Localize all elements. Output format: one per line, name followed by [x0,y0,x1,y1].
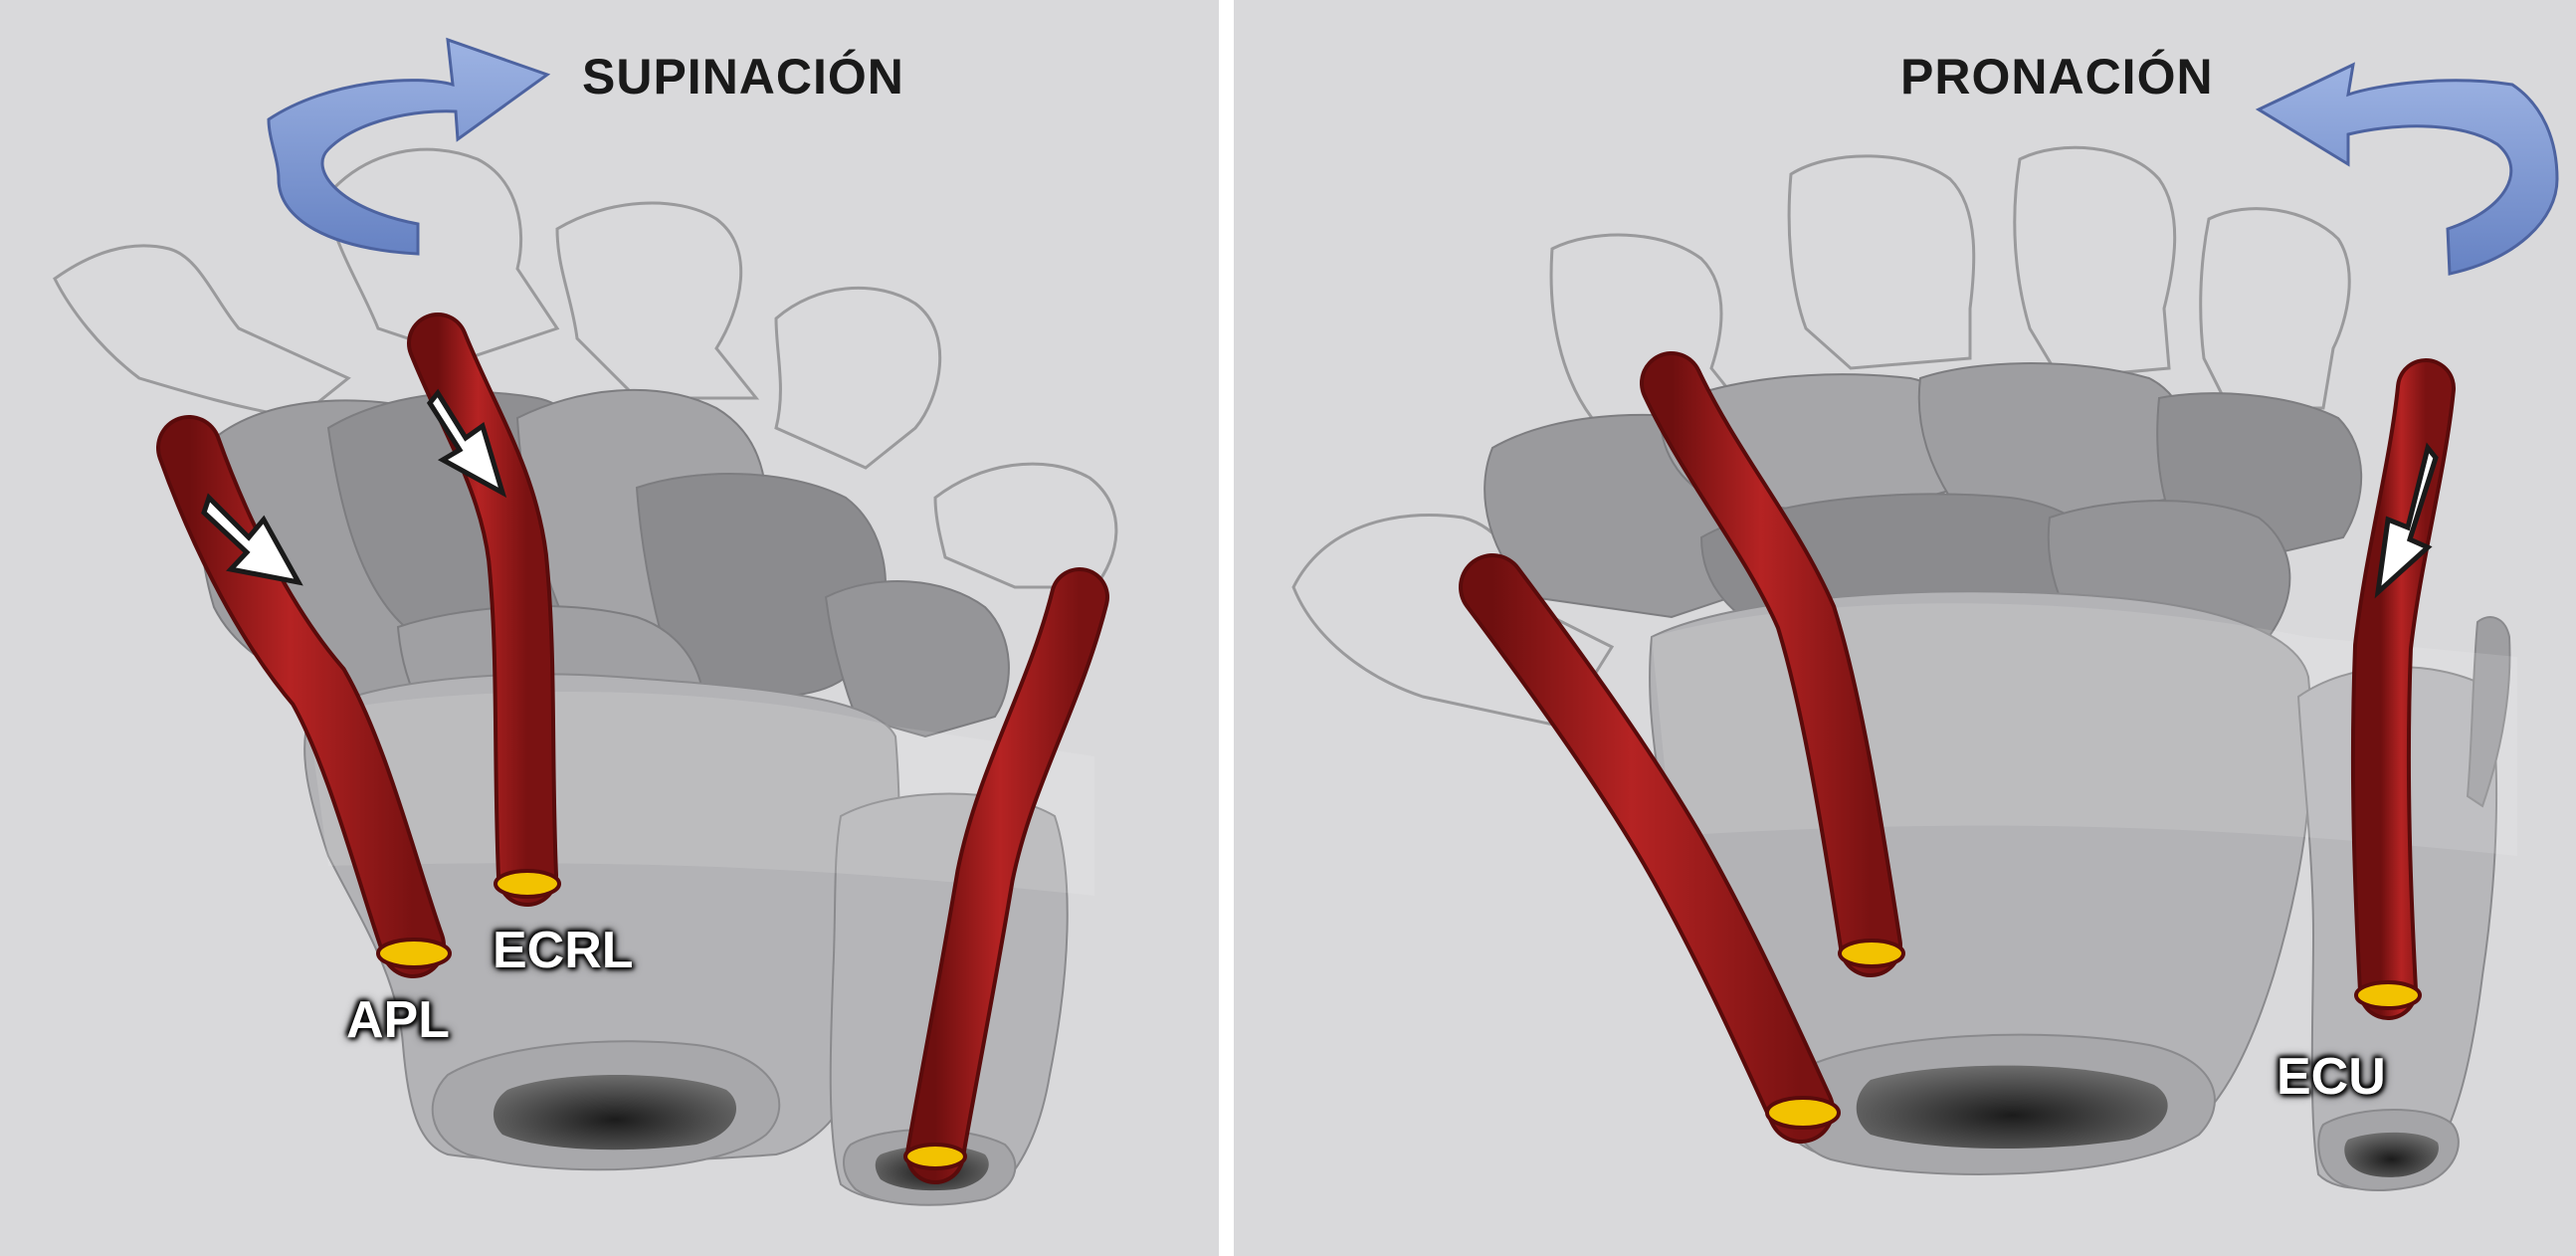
apl-cut-end [376,938,452,969]
ecu-label: ECU [2277,1048,2386,1106]
pronation-illustration [1291,62,2559,1191]
arrow-down-icon [201,493,303,586]
tendon-ecu [2350,358,2456,1020]
ecrl-label: ECRL [493,922,634,979]
tendon-edc [1640,351,1905,977]
tendon-ecu [903,567,1109,1184]
ecrl-cut-end [494,869,561,899]
supination-panel: SUPINACIÓN APL ECRL [0,0,1219,1256]
curved-arrow-left-icon [2255,62,2559,276]
curved-arrow-right-icon [267,37,551,256]
ecu-cut-end [903,1143,967,1170]
arrow-down-icon [426,388,507,499]
supination-title: SUPINACIÓN [582,49,904,105]
edc-cut-end [1838,939,1905,968]
apl-label: APL [346,991,450,1049]
arrow-down-icon [2374,442,2439,599]
pronation-panel: PRONACIÓN ECU [1234,0,2576,1256]
supination-illustration [53,37,1118,1206]
pronation-title: PRONACIÓN [1900,49,2214,105]
apl-cut-end [1765,1096,1841,1130]
radius-bone [303,673,900,1171]
tendon-apl [1459,553,1841,1144]
tendon-ecrl [407,313,561,907]
ecu-cut-end [2354,980,2422,1010]
